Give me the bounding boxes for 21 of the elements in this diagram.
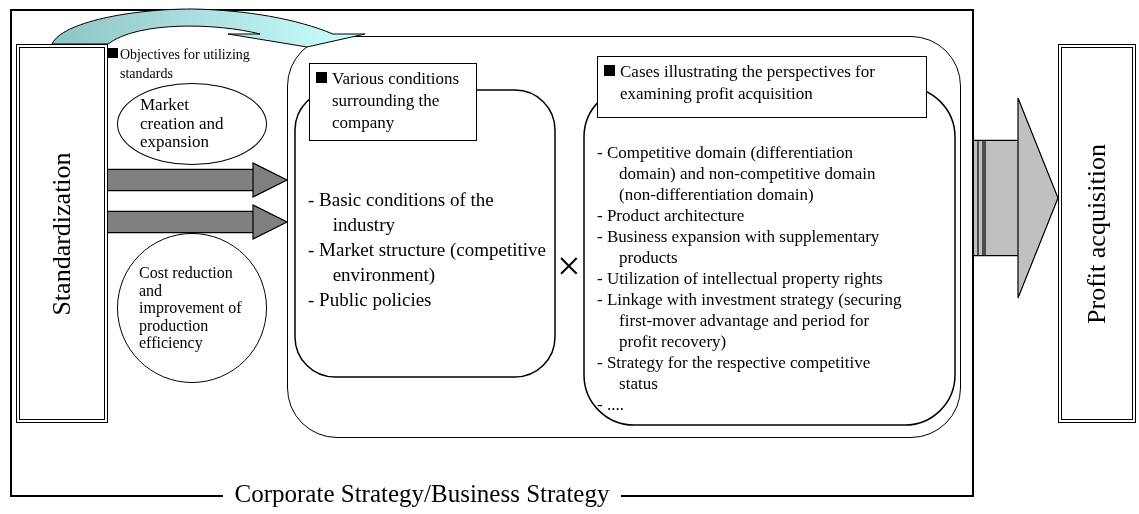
bullet-item: - Public policies	[308, 288, 433, 312]
heading-text: Various conditions surrounding the company	[332, 69, 460, 133]
bullet-item: - Strategy for the respective competitive status	[597, 352, 872, 394]
bullet-item: - Basic conditions of the industry	[308, 188, 495, 237]
bullet-item: - Market structure (competitive environment)	[308, 238, 547, 287]
objective-heading: Objectives for utilizing standards	[120, 46, 251, 83]
bullet-item: - Utilization of intellectual property rights	[597, 268, 884, 289]
rounded-container	[287, 36, 961, 438]
process-box: Standardization	[16, 44, 108, 423]
heading-text: Cases illustrating the perspectives for examining profit acquisition	[620, 62, 875, 104]
bullet-item: - Product architecture	[597, 205, 746, 226]
objective-ellipse: Market creation and expansion	[117, 83, 267, 165]
rounded-panel	[294, 63, 556, 378]
bullet-item: - Business expansion with supplementary products	[597, 226, 881, 268]
multiply-sign: ×	[557, 244, 582, 288]
rounded-panel	[583, 56, 956, 426]
bullet-item: - Competitive domain (differentiation domain) and non-competitive domain (non-differentiation domain)	[597, 142, 877, 205]
process-box: Profit acquisition	[1058, 44, 1136, 423]
objective-circle: Cost reduction and improvement of production efficiency	[117, 233, 267, 383]
bullet-item: - ....	[597, 394, 625, 415]
bullet-item: - Linkage with investment strategy (securing first-mover advantage and period for profit recovery)	[597, 289, 903, 352]
